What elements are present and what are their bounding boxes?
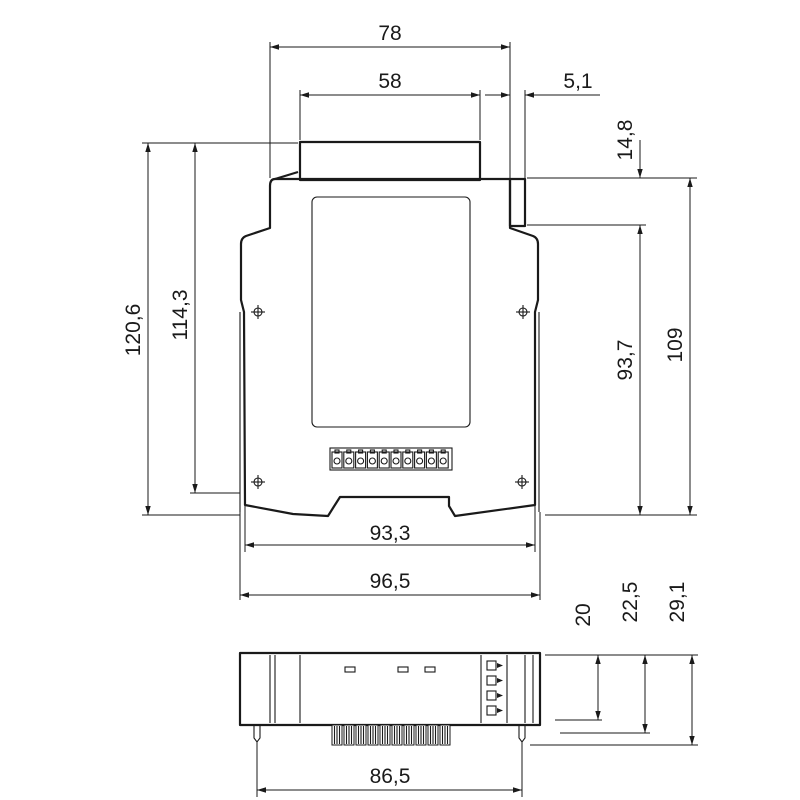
housing-outline (239, 177, 540, 518)
terminal (390, 449, 402, 469)
front-view (239, 140, 540, 518)
bottom-housing (238, 651, 542, 727)
fin (355, 724, 367, 746)
bottom-dimensions: 20 22,5 29,1 86,5 (256, 582, 698, 797)
terminal (366, 449, 378, 469)
fin (415, 724, 427, 746)
dim-label-20: 20 (572, 603, 595, 626)
terminal (402, 449, 414, 469)
terminal (331, 449, 343, 469)
dim-label-96-5: 96,5 (370, 570, 411, 593)
fin (367, 724, 379, 746)
port (486, 690, 503, 701)
crosshair-icon (515, 475, 529, 489)
top-connector (298, 140, 482, 182)
fin (331, 724, 343, 746)
port (486, 675, 503, 686)
fin (391, 724, 403, 746)
fin (403, 724, 415, 746)
terminal (414, 449, 426, 469)
port (486, 660, 503, 671)
dim-label-29-1: 29,1 (666, 582, 689, 623)
connector-bevel (274, 170, 299, 181)
dim-label-109: 109 (664, 327, 687, 362)
mounting-pin-left (253, 725, 261, 743)
dim-label-78: 78 (378, 22, 401, 45)
port-array (486, 660, 503, 716)
dim-label-14-8: 14,8 (614, 120, 637, 161)
fin (427, 724, 439, 746)
dim-label-22-5: 22,5 (619, 582, 642, 623)
led-slot (424, 666, 436, 673)
terminal (425, 449, 437, 469)
crosshair-icon (516, 305, 530, 319)
cooling-fins (331, 724, 451, 746)
terminal (355, 449, 367, 469)
terminal (378, 449, 390, 469)
dim-label-5-1: 5,1 (563, 70, 592, 93)
dim-label-114-3: 114,3 (169, 290, 192, 341)
crosshair-icon (251, 305, 265, 319)
terminal-strip-frame (329, 447, 453, 471)
led-slot (397, 666, 409, 673)
dim-label-93-3: 93,3 (370, 522, 411, 545)
front-dimensions: 78 58 5,1 14,8 93,7 109 120,6 114,3 93,3… (122, 22, 697, 600)
port (486, 705, 503, 716)
dim-label-120-6: 120,6 (122, 304, 145, 357)
side-clip (508, 177, 527, 228)
fin (343, 724, 355, 746)
fin (379, 724, 391, 746)
dim-label-86-5: 86,5 (370, 765, 411, 788)
mounting-pin-right (518, 725, 526, 743)
mounting-marks (251, 305, 530, 489)
bottom-view (238, 651, 542, 746)
fin (439, 724, 451, 746)
terminal-strip (329, 447, 453, 471)
crosshair-icon (251, 475, 265, 489)
label-window (311, 196, 471, 428)
led-slot (344, 666, 356, 673)
terminal (343, 449, 355, 469)
dim-label-93-7: 93,7 (614, 340, 637, 381)
dim-label-58: 58 (378, 70, 401, 93)
terminal (437, 449, 449, 469)
